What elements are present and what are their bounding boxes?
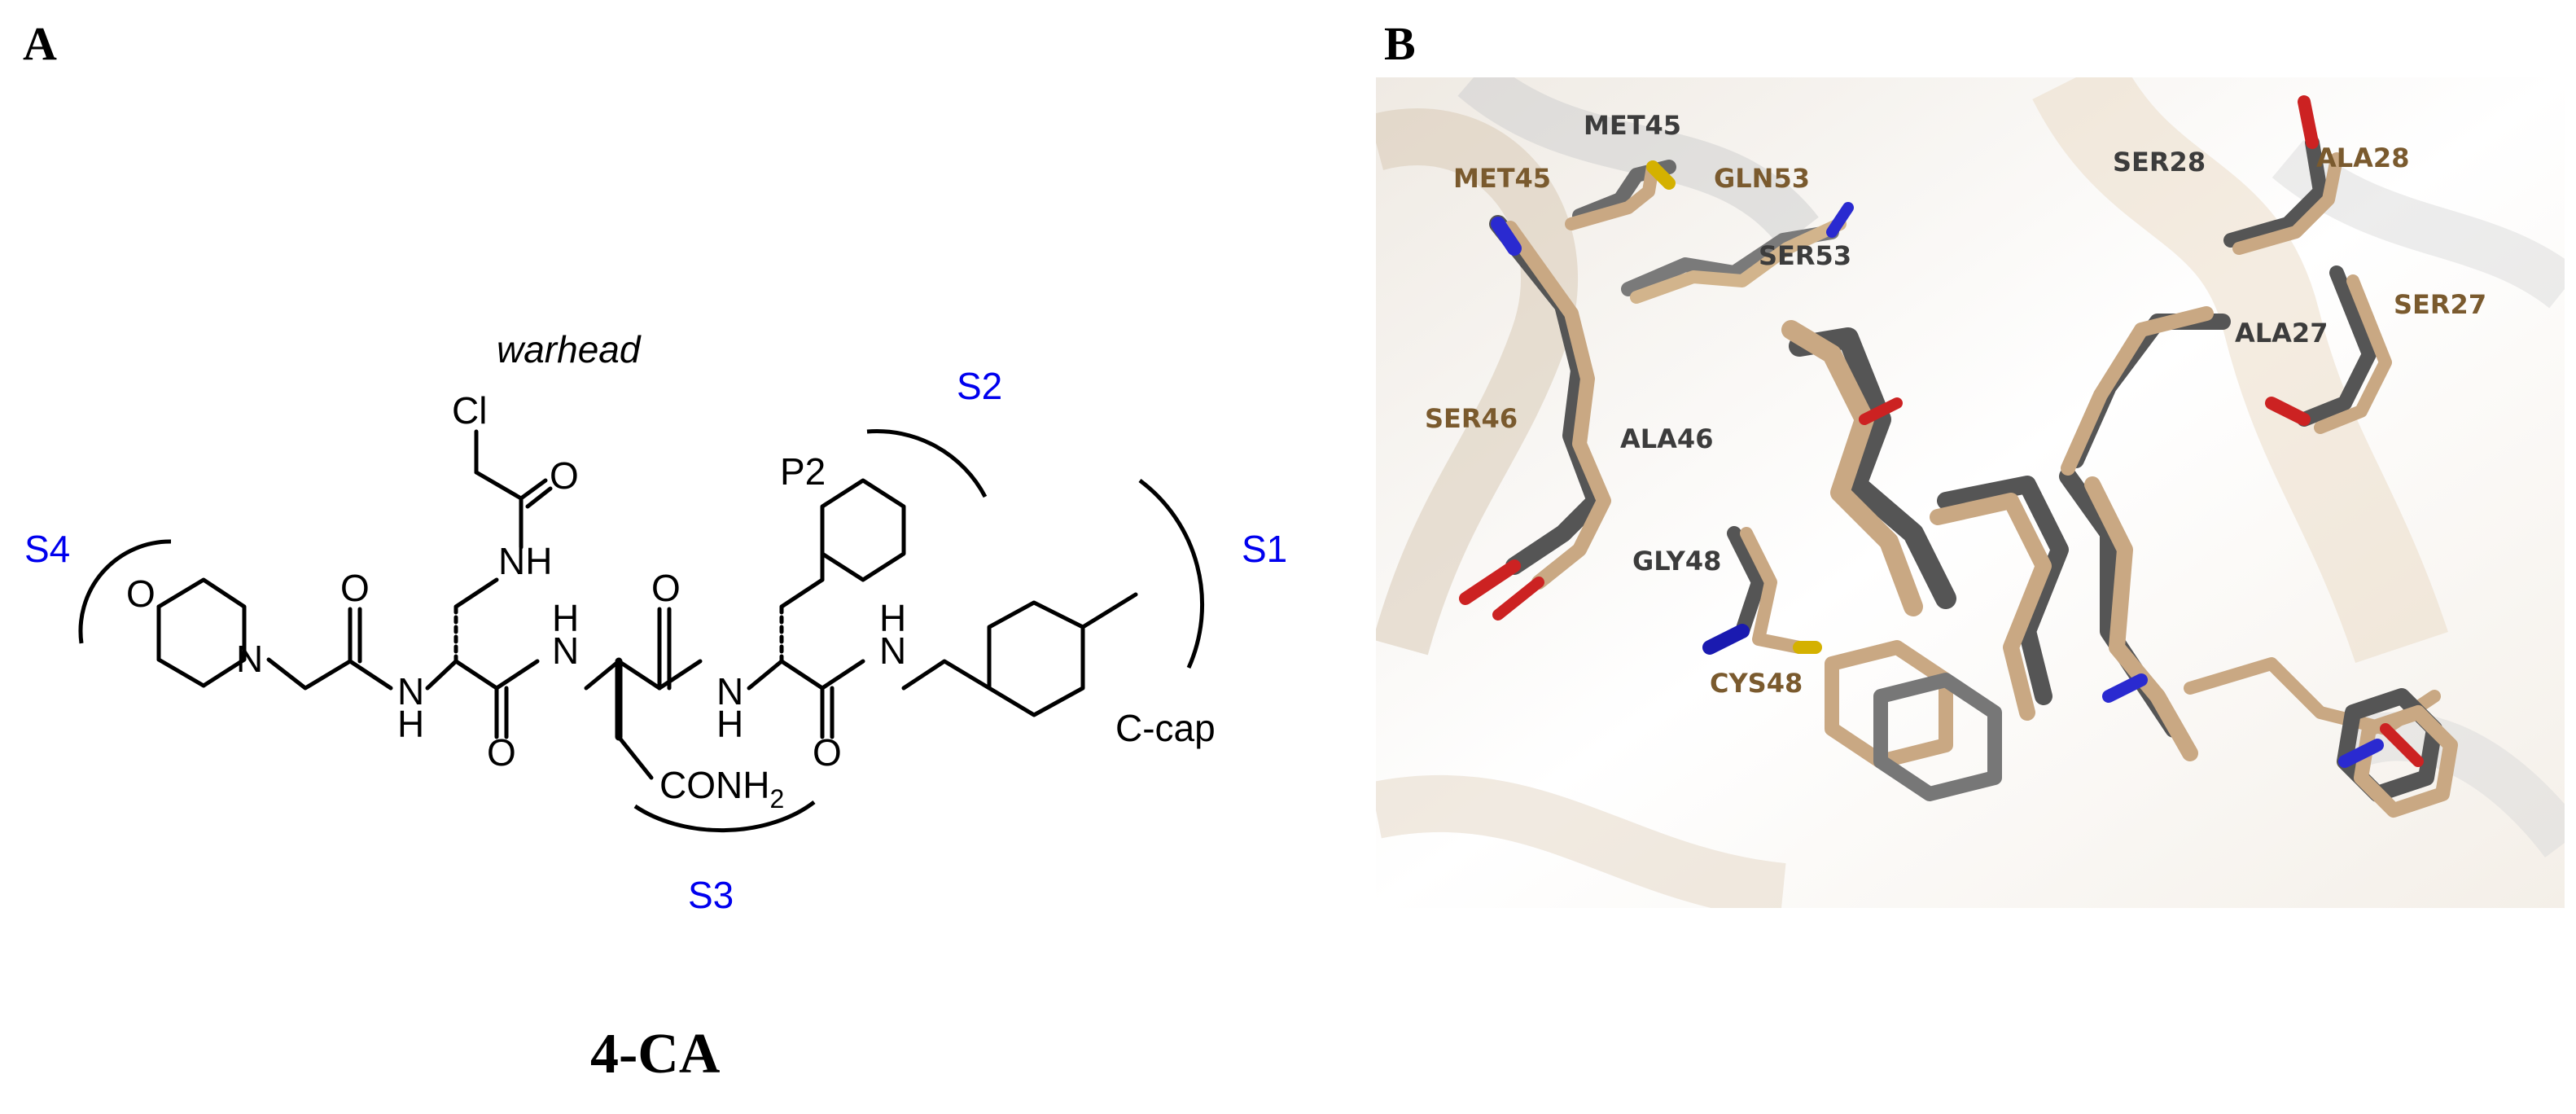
carbonyl-oxygen-4: O [813,731,842,774]
label-ser46: SER46 [1425,403,1518,434]
c-cap-label: C-cap [1115,707,1216,749]
label-ser53: SER53 [1759,240,1851,271]
subsite-s4: S4 [24,528,70,570]
panel-a-letter: A [23,17,57,70]
label-gly48: GLY48 [1632,546,1721,577]
carbonyl-oxygen-1: O [340,567,370,609]
amide-h-1: H [397,703,424,745]
label-ser27: SER27 [2394,289,2486,320]
label-gln53: GLN53 [1714,163,1810,194]
linker-bonds [266,657,393,691]
morpholine-oxygen: O [126,572,156,615]
chemical-structure: O N O N H O NH O Cl warhead H N O N H O … [24,328,1287,916]
amide-h-4: H [879,597,906,639]
amide-h-3: H [716,703,743,745]
p2-label: P2 [780,450,826,493]
s2-pocket-arc [866,429,988,498]
side-chain-nh: NH [498,540,552,582]
subsite-s3: S3 [688,874,734,916]
amide-h-2: H [552,597,579,639]
label-met45-tan: MET45 [1453,163,1551,194]
amide-n-3: N [716,670,743,713]
warhead-label: warhead [497,328,642,371]
c-cap-tolyl-ring [987,600,1085,717]
morpholine-nitrogen: N [236,638,263,680]
carbonyl-oxygen-2: O [487,731,516,774]
label-cys48: CYS48 [1710,668,1803,699]
subsite-s1: S1 [1242,528,1287,570]
p2-benzene-ring [820,478,906,582]
conh2-subscript: 2 [769,784,784,814]
s4-pocket-arc [78,539,172,644]
protein-overlay-render: MET45 MET45 GLN53 SER53 SER46 ALA46 GLY4… [1376,77,2565,908]
carbonyl-oxygen-3: O [651,567,681,609]
subsite-s2: S2 [957,365,1002,407]
compound-name: 4-CA [590,1023,721,1085]
amide-n-1: N [397,670,424,713]
s1-pocket-arc [1138,478,1205,669]
amide-n-2: N [552,629,579,672]
label-ser28: SER28 [2113,147,2206,178]
s3-pocket-arc [633,800,816,833]
label-ala28: ALA28 [2316,143,2409,173]
atom-accents [1459,95,2424,768]
label-ala27: ALA27 [2235,318,2328,349]
conh2-main: CONH [659,764,769,806]
amide-n-4: N [879,629,906,672]
panel-b-letter: B [1384,17,1416,70]
chlorine-atom: Cl [452,389,487,432]
label-ala46: ALA46 [1620,423,1713,454]
conh2-label: CONH2 [659,764,784,814]
label-met45-dark: MET45 [1584,110,1681,141]
morpholine-ring [156,577,247,688]
warhead-carbonyl-oxygen: O [550,454,579,497]
